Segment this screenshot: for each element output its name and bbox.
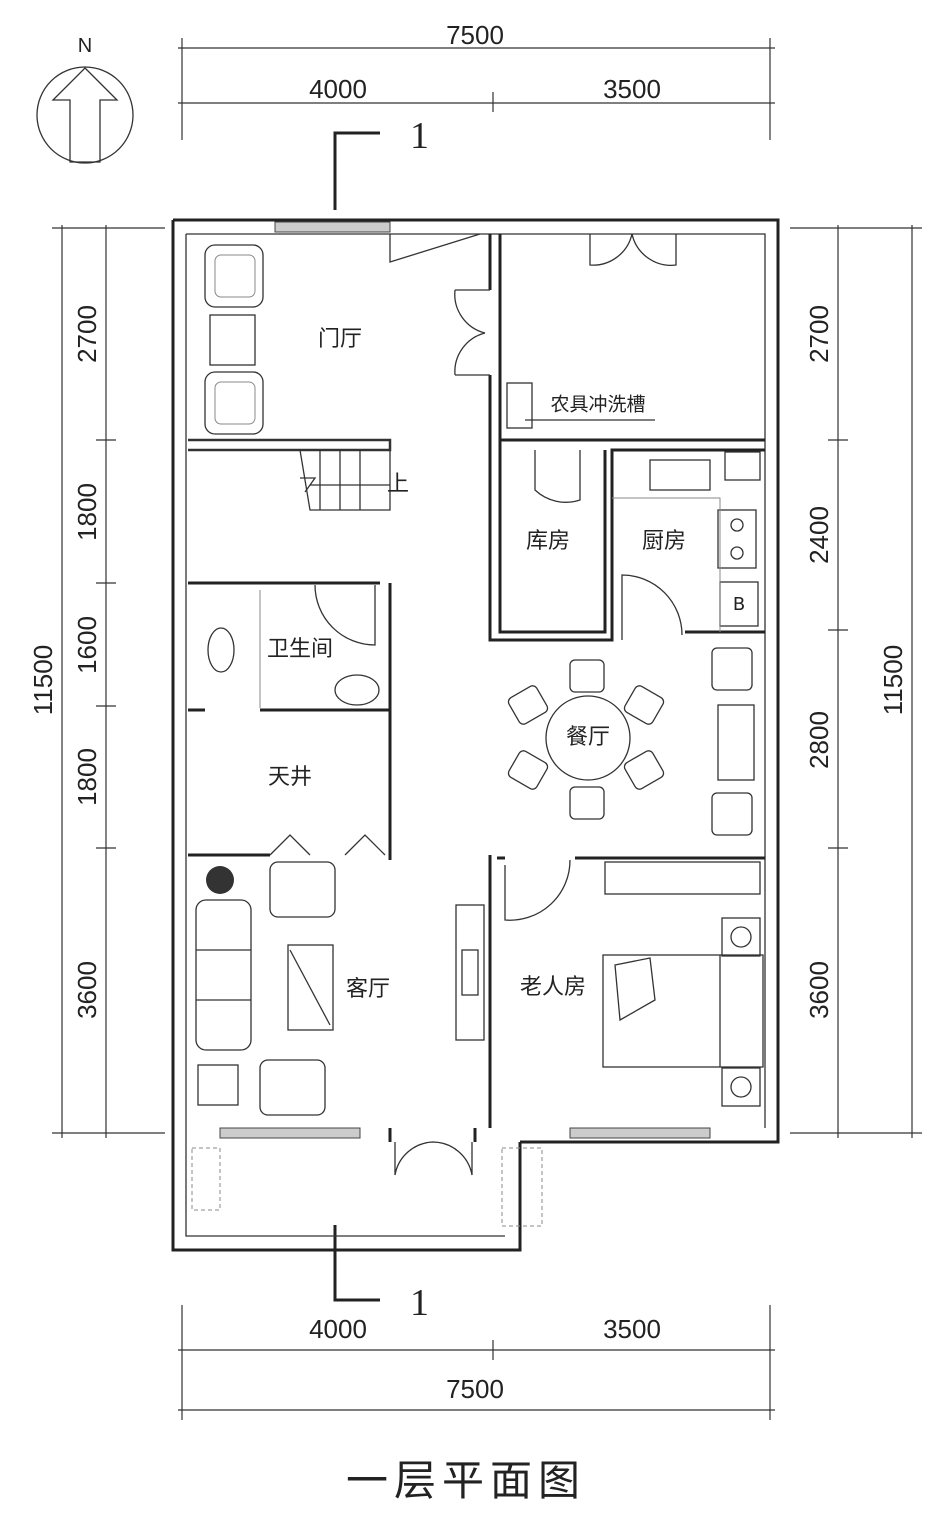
- svg-text:3500: 3500: [603, 74, 661, 104]
- interior-walls: [188, 234, 765, 1142]
- room-label-kitchen: 厨房: [642, 529, 686, 554]
- wash-tank-label: 农具冲洗槽: [550, 394, 645, 416]
- doors: [269, 233, 683, 1176]
- top-dimensions: 7500 4000 3500: [178, 20, 775, 140]
- svg-text:3600: 3600: [72, 961, 102, 1019]
- bedroom-furniture: [602, 861, 764, 1107]
- section-mark-bottom: 1: [333, 1225, 429, 1324]
- dining-table: [507, 647, 755, 836]
- svg-text:1800: 1800: [72, 748, 102, 806]
- room-label-living: 客厅: [346, 977, 390, 1002]
- svg-text:7500: 7500: [446, 20, 504, 50]
- room-labels: 门厅 上 农具冲洗槽 库房 厨房 卫生间 餐厅 天井 客厅 老人房: [267, 327, 686, 1002]
- room-label-courtyard: 天井: [268, 765, 312, 790]
- section-mark-top: 1: [333, 115, 429, 210]
- kitchen-fixtures: B: [612, 451, 761, 632]
- svg-text:4000: 4000: [309, 74, 367, 104]
- svg-text:2800: 2800: [804, 711, 834, 769]
- svg-text:N: N: [78, 35, 92, 57]
- room-label-elder-room: 老人房: [520, 975, 586, 1000]
- porch-plants: [191, 1147, 543, 1227]
- stairs-up-label: 上: [387, 472, 409, 497]
- svg-text:2400: 2400: [804, 506, 834, 564]
- left-dimensions: 11500 2700 1800 1600 1800 3600: [28, 225, 165, 1138]
- svg-text:1: 1: [410, 1282, 429, 1324]
- svg-text:3600: 3600: [804, 961, 834, 1019]
- foyer-chairs: [204, 244, 264, 435]
- bottom-dimensions: 4000 3500 7500: [178, 1305, 775, 1420]
- svg-text:11500: 11500: [28, 645, 58, 715]
- toilet-icon: [207, 627, 380, 706]
- stairs-icon: [299, 449, 391, 511]
- living-furniture: [195, 861, 485, 1116]
- room-label-dining: 餐厅: [566, 725, 610, 750]
- svg-text:4000: 4000: [309, 1314, 367, 1344]
- room-label-storage: 库房: [526, 529, 570, 554]
- svg-text:B: B: [733, 594, 745, 615]
- north-arrow-icon: N: [36, 35, 134, 164]
- svg-text:3500: 3500: [603, 1314, 661, 1344]
- svg-text:2700: 2700: [72, 305, 102, 363]
- svg-text:1: 1: [410, 115, 429, 157]
- right-dimensions: 2700 2400 2800 3600 11500: [790, 225, 922, 1138]
- svg-text:11500: 11500: [878, 645, 908, 715]
- room-label-bathroom: 卫生间: [267, 637, 333, 662]
- wash-tank: [506, 382, 655, 429]
- svg-text:2700: 2700: [804, 305, 834, 363]
- svg-text:1800: 1800: [72, 483, 102, 541]
- svg-text:7500: 7500: [446, 1374, 504, 1404]
- room-label-foyer: 门厅: [318, 327, 362, 352]
- plan-title: 一层平面图: [346, 1456, 586, 1505]
- exterior-walls: [171, 218, 780, 1252]
- svg-text:1600: 1600: [72, 616, 102, 674]
